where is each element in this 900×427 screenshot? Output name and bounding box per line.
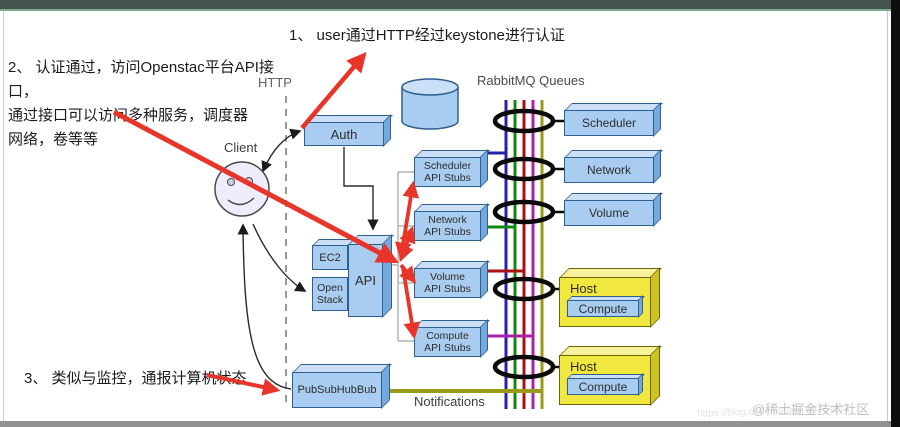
- volume-label: Volume: [588, 206, 630, 220]
- host2-label: Host: [570, 359, 597, 374]
- stub-queue-connectors: [382, 151, 542, 393]
- annotation-note-2: 2、 认证通过，访问Openstac平台API接口， 通过接口可以访问多种服务，…: [8, 59, 274, 148]
- pubsubhubbub-node: PubSubHubBub: [291, 362, 392, 409]
- notifications-label: Notifications: [414, 394, 485, 409]
- volume-api-stubs-node: Volume API Stubs: [413, 259, 490, 299]
- auth-node: Auth: [303, 113, 393, 147]
- scheduler-api-stubs-node: Scheduler API Stubs: [413, 148, 490, 188]
- annotation-note-3: 3、 类似与监控，通报计算机状态: [24, 370, 247, 387]
- network-api-stubs-label: Network API Stubs: [424, 213, 471, 239]
- arrow-api-to-compute-stub: [401, 267, 421, 340]
- network-node: Network: [563, 148, 663, 184]
- compute-api-stubs-label: Compute API Stubs: [424, 329, 471, 355]
- host2-compute-label: Compute: [578, 379, 628, 394]
- client-label: Client: [224, 140, 258, 155]
- left-panel-border: [3, 11, 4, 421]
- pubsubhubbub-label: PubSubHubBub: [297, 384, 377, 396]
- top-titlebar: [0, 0, 900, 11]
- arrow-api-to-network-stub: [397, 225, 416, 263]
- right-black-strip: [891, 0, 900, 427]
- arrow-api-to-volume-stub: [399, 263, 417, 284]
- openstack-node: Open Stack: [312, 277, 348, 311]
- ec2-node: EC2: [311, 239, 356, 270]
- arrow-note2-to-api: [112, 109, 399, 264]
- right-panel-border: [887, 11, 888, 421]
- client-openstack-arrow: [252, 223, 307, 292]
- compute-api-stubs-node: Compute API Stubs: [413, 318, 490, 358]
- client-auth-arrow: [261, 128, 302, 173]
- host1-compute-node: Compute: [566, 294, 645, 318]
- bottom-gray-strip: [0, 421, 891, 427]
- host1-compute-label: Compute: [578, 301, 628, 316]
- database-cylinder-icon: [401, 78, 459, 130]
- arrow-to-note1: [300, 51, 367, 130]
- volume-node: Volume: [563, 191, 663, 227]
- watermark-text: @稀土掘金技术社区: [752, 402, 870, 417]
- volume-api-stubs-label: Volume API Stubs: [424, 270, 471, 296]
- host1-label: Host: [570, 281, 597, 296]
- rabbitmq-queues-label: RabbitMQ Queues: [477, 73, 585, 88]
- openstack-label: Open Stack: [316, 282, 344, 306]
- host2-compute-node: Compute: [566, 372, 645, 396]
- red-annotation-arrows: [112, 51, 421, 396]
- api-label: API: [355, 273, 376, 288]
- auth-api-arrow: [343, 147, 379, 231]
- network-label: Network: [586, 163, 631, 177]
- annotation-note-1: 1、 user通过HTTP经过keystone进行认证: [289, 27, 565, 44]
- network-api-stubs-node: Network API Stubs: [413, 202, 490, 242]
- auth-label: Auth: [330, 126, 358, 142]
- ec2-label: EC2: [319, 251, 341, 264]
- queue-service-connectors: [553, 119, 564, 369]
- arrow-note3-to-pubsub: [206, 373, 281, 396]
- http-label: HTTP: [258, 75, 292, 90]
- scheduler-api-stubs-label: Scheduler API Stubs: [423, 159, 472, 185]
- scheduler-node: Scheduler: [563, 101, 663, 137]
- scheduler-label: Scheduler: [581, 116, 637, 130]
